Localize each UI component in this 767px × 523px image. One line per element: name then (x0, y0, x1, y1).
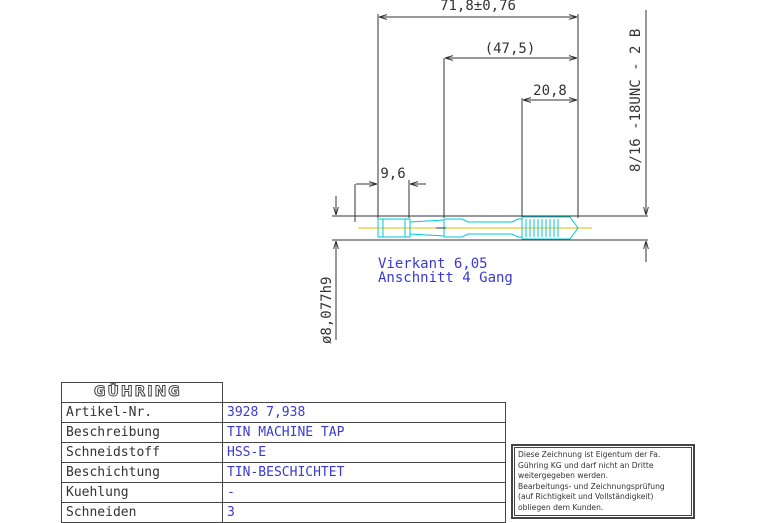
notice-line: (auf Richtigkeit und Vollständigkeit) (518, 492, 654, 502)
row-value: 3928 7,938 (222, 402, 506, 423)
row-value: HSS-E (222, 442, 506, 463)
overall-length-label: 71,8±0,76 (440, 0, 516, 14)
thread-length-label: 20,8 (533, 83, 567, 99)
row-value: 3 (222, 502, 506, 523)
row-value: TIN MACHINE TAP (222, 422, 506, 443)
row-label: Schneidstoff (61, 442, 223, 463)
notice-line: Diese Zeichnung ist Eigentum der Fa. (518, 450, 661, 459)
logo-cell: GÜHRING (61, 382, 223, 403)
dimension-lines (336, 10, 646, 340)
table-row: Beschreibung TIN MACHINE TAP (61, 422, 506, 443)
row-label: Artikel-Nr. (61, 402, 223, 423)
note-chamfer: Anschnitt 4 Gang (378, 270, 513, 286)
table-row: Schneidstoff HSS-E (61, 442, 506, 463)
notice-line: Bearbeitungs- und Zeichnungsprüfung (518, 481, 665, 491)
table-row: Schneiden 3 (61, 502, 506, 523)
row-value: TIN-BESCHICHTET (222, 462, 506, 483)
tap-outline (377, 216, 579, 240)
ownership-notice: Diese Zeichnung ist Eigentum der Fa. Güh… (511, 444, 695, 519)
thread-spec-label: 8/16 -18UNC - 2 B (628, 29, 644, 172)
table-row: Beschichtung TIN-BESCHICHTET (61, 462, 506, 483)
row-label: Beschreibung (61, 422, 223, 443)
row-label: Schneiden (61, 502, 223, 523)
notice-line: obliegen dem Kunden. (518, 502, 604, 512)
logo-row: GÜHRING (61, 382, 506, 403)
reference-length-label: (47,5) (485, 41, 536, 57)
shank-diameter-label: ø8,077h9 (319, 277, 335, 344)
row-label: Kuehlung (61, 482, 223, 503)
table-row: Kuehlung - (61, 482, 506, 503)
row-value: - (222, 482, 506, 503)
guehring-logo: GÜHRING (94, 384, 182, 401)
row-label: Beschichtung (61, 462, 223, 483)
notice-line: Gühring KG und darf nicht an Dritte (518, 460, 654, 470)
title-block: GÜHRING Artikel-Nr. 3928 7,938 Beschreib… (61, 382, 506, 523)
thread-hatching (525, 219, 559, 237)
note-square: Vierkant 6,05 (378, 256, 488, 272)
extension-lines (332, 14, 648, 241)
notice-line: weitergegeben werden. (518, 471, 608, 481)
table-row: Artikel-Nr. 3928 7,938 (61, 402, 506, 423)
square-length-label: 9,6 (380, 166, 405, 182)
logo-spacer (222, 382, 506, 403)
